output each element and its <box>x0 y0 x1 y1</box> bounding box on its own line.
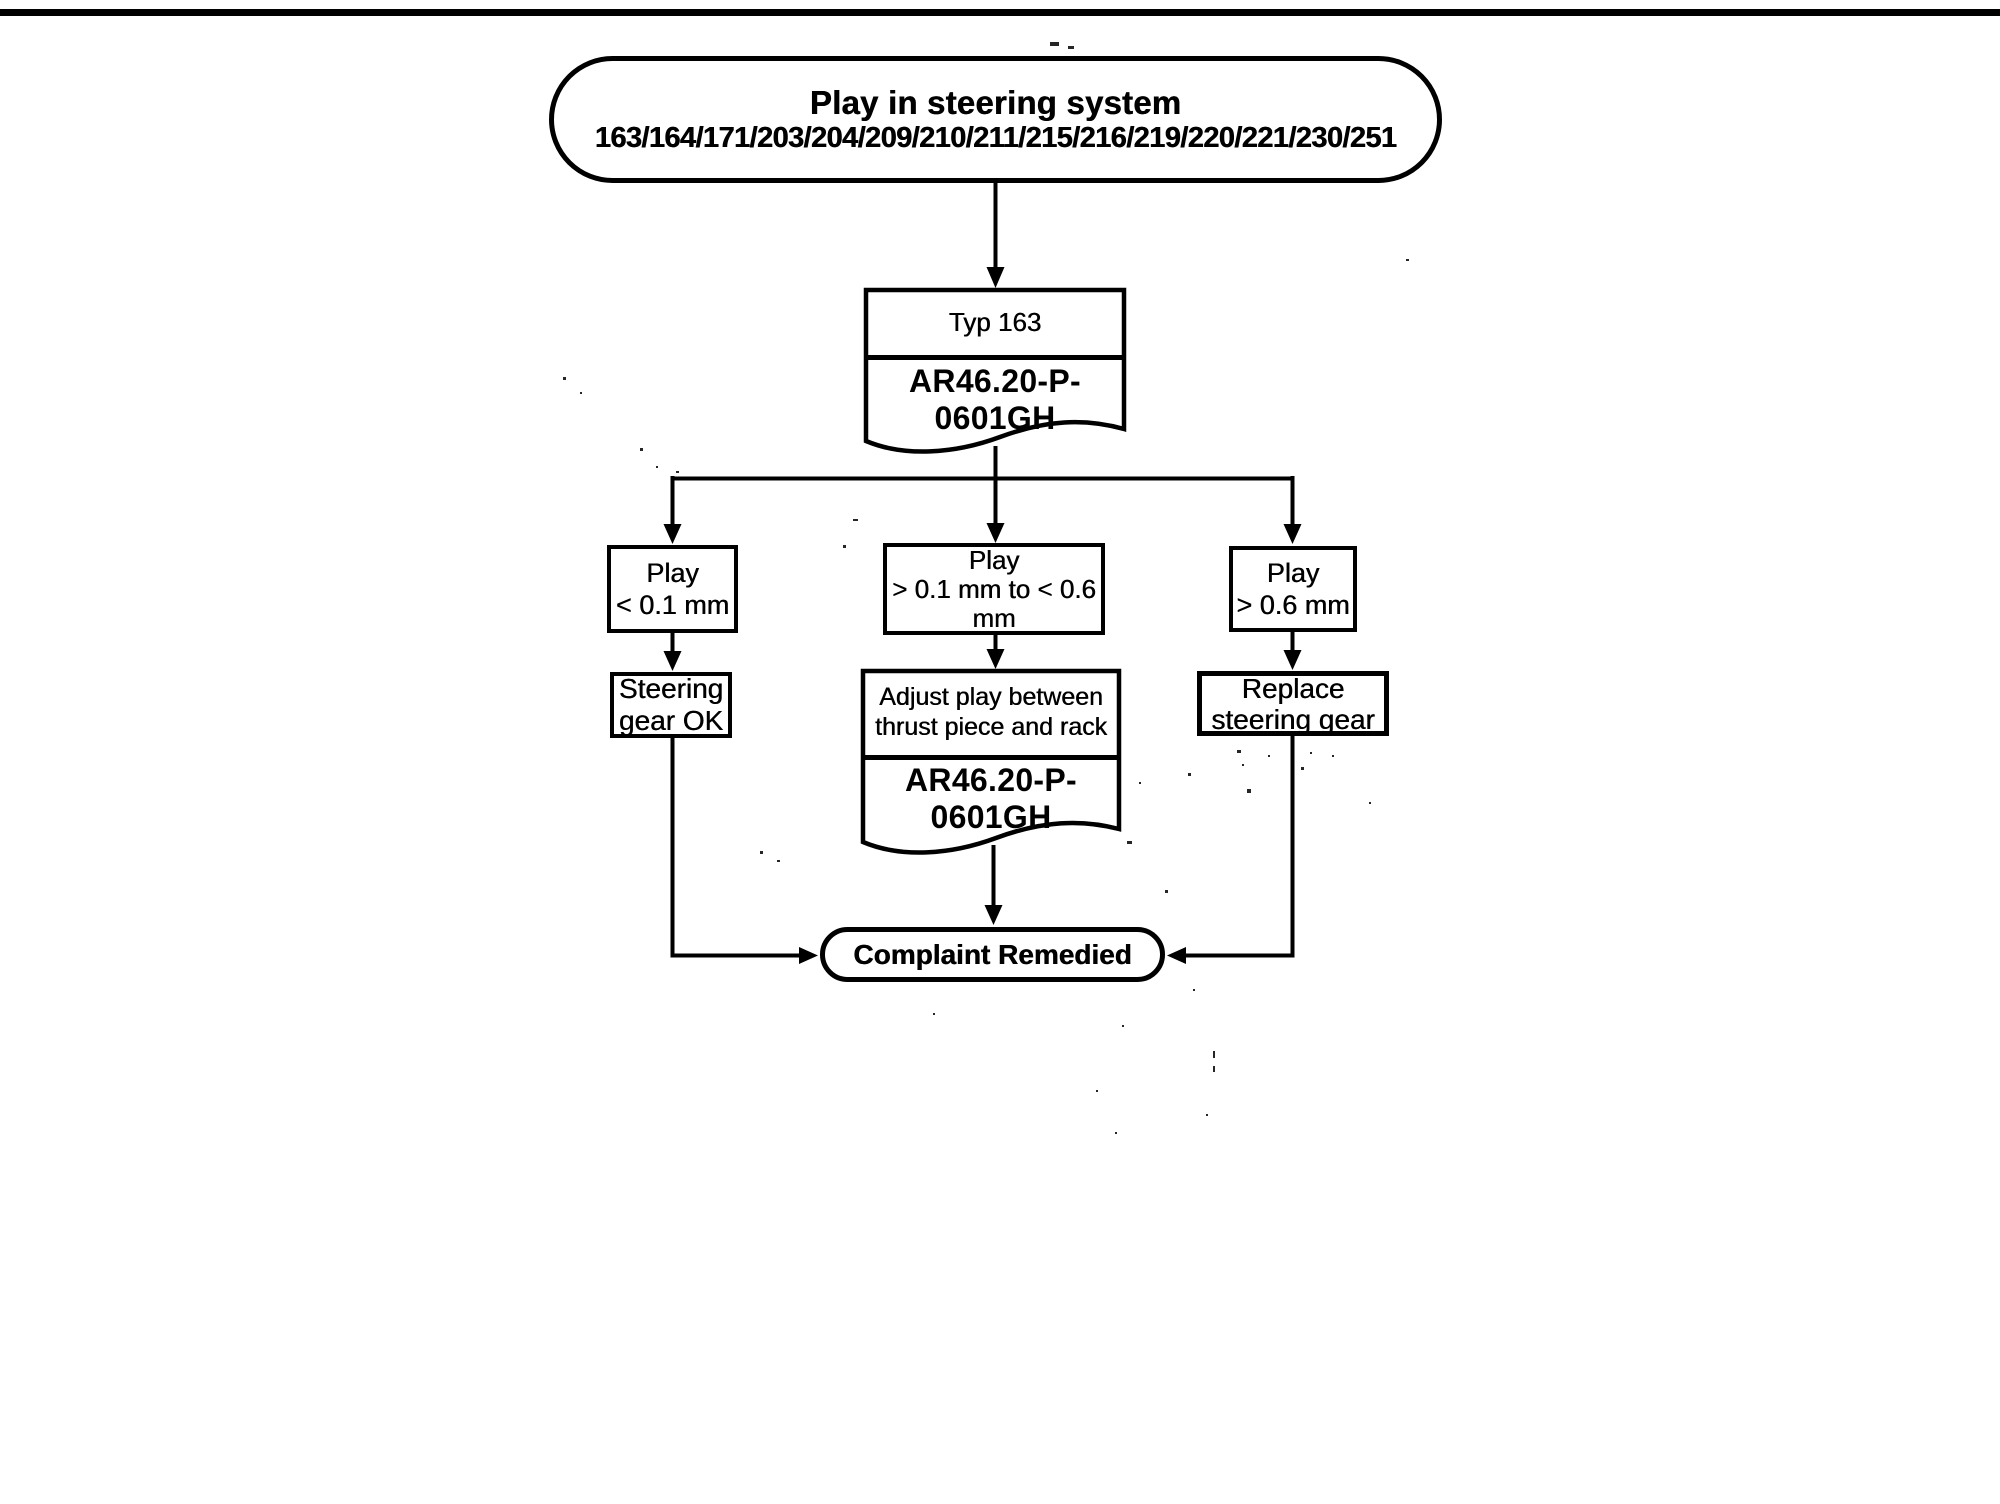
scan-speck <box>1122 1025 1124 1027</box>
scan-speck <box>563 377 566 380</box>
outcome-line: steering gear <box>1211 703 1375 735</box>
scan-speck <box>1188 773 1191 776</box>
scan-speck <box>1268 755 1270 757</box>
branch-line: > 0.6 mm <box>1236 590 1350 620</box>
scan-speck <box>676 471 679 473</box>
arrowhead <box>984 905 1003 925</box>
scan-speck <box>933 1013 935 1015</box>
scan-speck <box>843 545 846 548</box>
branch-line: < 0.1 mm <box>615 590 730 620</box>
adjust-document-ref: AR46.20-P- 0601GH <box>863 762 1119 836</box>
typ-document-ref-line1: AR46.20-P- <box>909 363 1081 399</box>
scan-speck <box>1068 46 1074 49</box>
start-model-list: 163/164/171/203/204/209/210/211/215/216/… <box>594 122 1397 154</box>
branch-line: Play <box>1266 558 1320 588</box>
scan-speck <box>1247 789 1251 793</box>
arrowhead <box>986 523 1005 543</box>
scan-speck <box>1369 802 1371 804</box>
scan-speck <box>1193 989 1195 991</box>
start-title: Play in steering system <box>809 84 1182 121</box>
branch-line: mm <box>972 602 1016 633</box>
adjust-document-ref-line2: 0601GH <box>930 799 1052 835</box>
branch-line: > 0.1 mm to < 0.6 <box>892 573 1096 604</box>
scan-speck <box>640 448 643 451</box>
arrowhead <box>1283 524 1302 544</box>
arrowhead <box>799 947 818 964</box>
arrowhead <box>986 267 1005 288</box>
adjust-instruction-line1: Adjust play between <box>879 683 1103 711</box>
arrowhead <box>986 649 1005 669</box>
end-label: Complaint Remedied <box>853 938 1132 970</box>
branch-play-under-0-1-mm: Play < 0.1 mm <box>607 545 738 633</box>
scan-speck <box>1237 750 1241 753</box>
outcome-replace-steering-gear: Replace steering gear <box>1197 671 1389 736</box>
adjust-document-instruction: Adjust play between thrust piece and rac… <box>866 682 1116 742</box>
scan-speck <box>1050 42 1059 46</box>
adjust-document-ref-line1: AR46.20-P- <box>905 762 1077 798</box>
scan-speck <box>1332 755 1334 757</box>
scan-speck <box>580 392 582 394</box>
scan-speck <box>1213 1051 1215 1058</box>
scan-speck <box>1242 764 1244 766</box>
outcome-steering-gear-ok: Steering gear OK <box>610 672 732 738</box>
arrowhead <box>1167 947 1186 964</box>
branch-play-0-1-to-0-6-mm: Play > 0.1 mm to < 0.6 mm <box>883 543 1105 635</box>
scan-speck <box>777 860 780 862</box>
connector-ok-to-end <box>670 737 800 958</box>
branch-play-over-0-6-mm: Play > 0.6 mm <box>1229 546 1357 632</box>
scan-speck <box>1115 1132 1117 1134</box>
typ-document-label: Typ 163 <box>948 307 1042 337</box>
page-top-rule <box>0 9 2000 16</box>
connector-replace-to-end <box>1185 735 1295 958</box>
scan-speck <box>656 466 658 468</box>
adjust-instruction-line2: thrust piece and rack <box>874 713 1108 741</box>
scan-speck <box>1165 890 1168 893</box>
typ-document-ref: AR46.20-P- 0601GH <box>866 363 1124 437</box>
scan-speck <box>1301 767 1304 770</box>
scan-speck <box>853 519 858 521</box>
scan-speck <box>760 851 763 854</box>
end-node-complaint-remedied: Complaint Remedied <box>820 927 1165 982</box>
adjust-document-shape <box>860 668 1122 855</box>
scan-speck <box>1213 1066 1215 1072</box>
arrowhead <box>663 524 682 544</box>
scan-speck <box>1096 1090 1098 1092</box>
outcome-line: Replace <box>1241 672 1345 704</box>
branch-line: Play <box>646 558 699 588</box>
arrowhead <box>1283 650 1302 670</box>
typ-document-shape <box>863 287 1127 454</box>
scan-speck <box>1127 841 1132 844</box>
outcome-line: Steering <box>618 673 724 704</box>
scan-speck <box>1206 1114 1208 1116</box>
typ-document-ref-line2: 0601GH <box>934 400 1056 436</box>
arrowhead <box>663 651 682 671</box>
scan-speck <box>1310 752 1312 754</box>
start-node-play-in-steering-system: Play in steering system 163/164/171/203/… <box>549 56 1442 183</box>
branch-line: Play <box>968 544 1020 575</box>
scan-speck <box>1139 782 1141 784</box>
outcome-line: gear OK <box>618 705 724 736</box>
scan-speck <box>1406 259 1409 261</box>
